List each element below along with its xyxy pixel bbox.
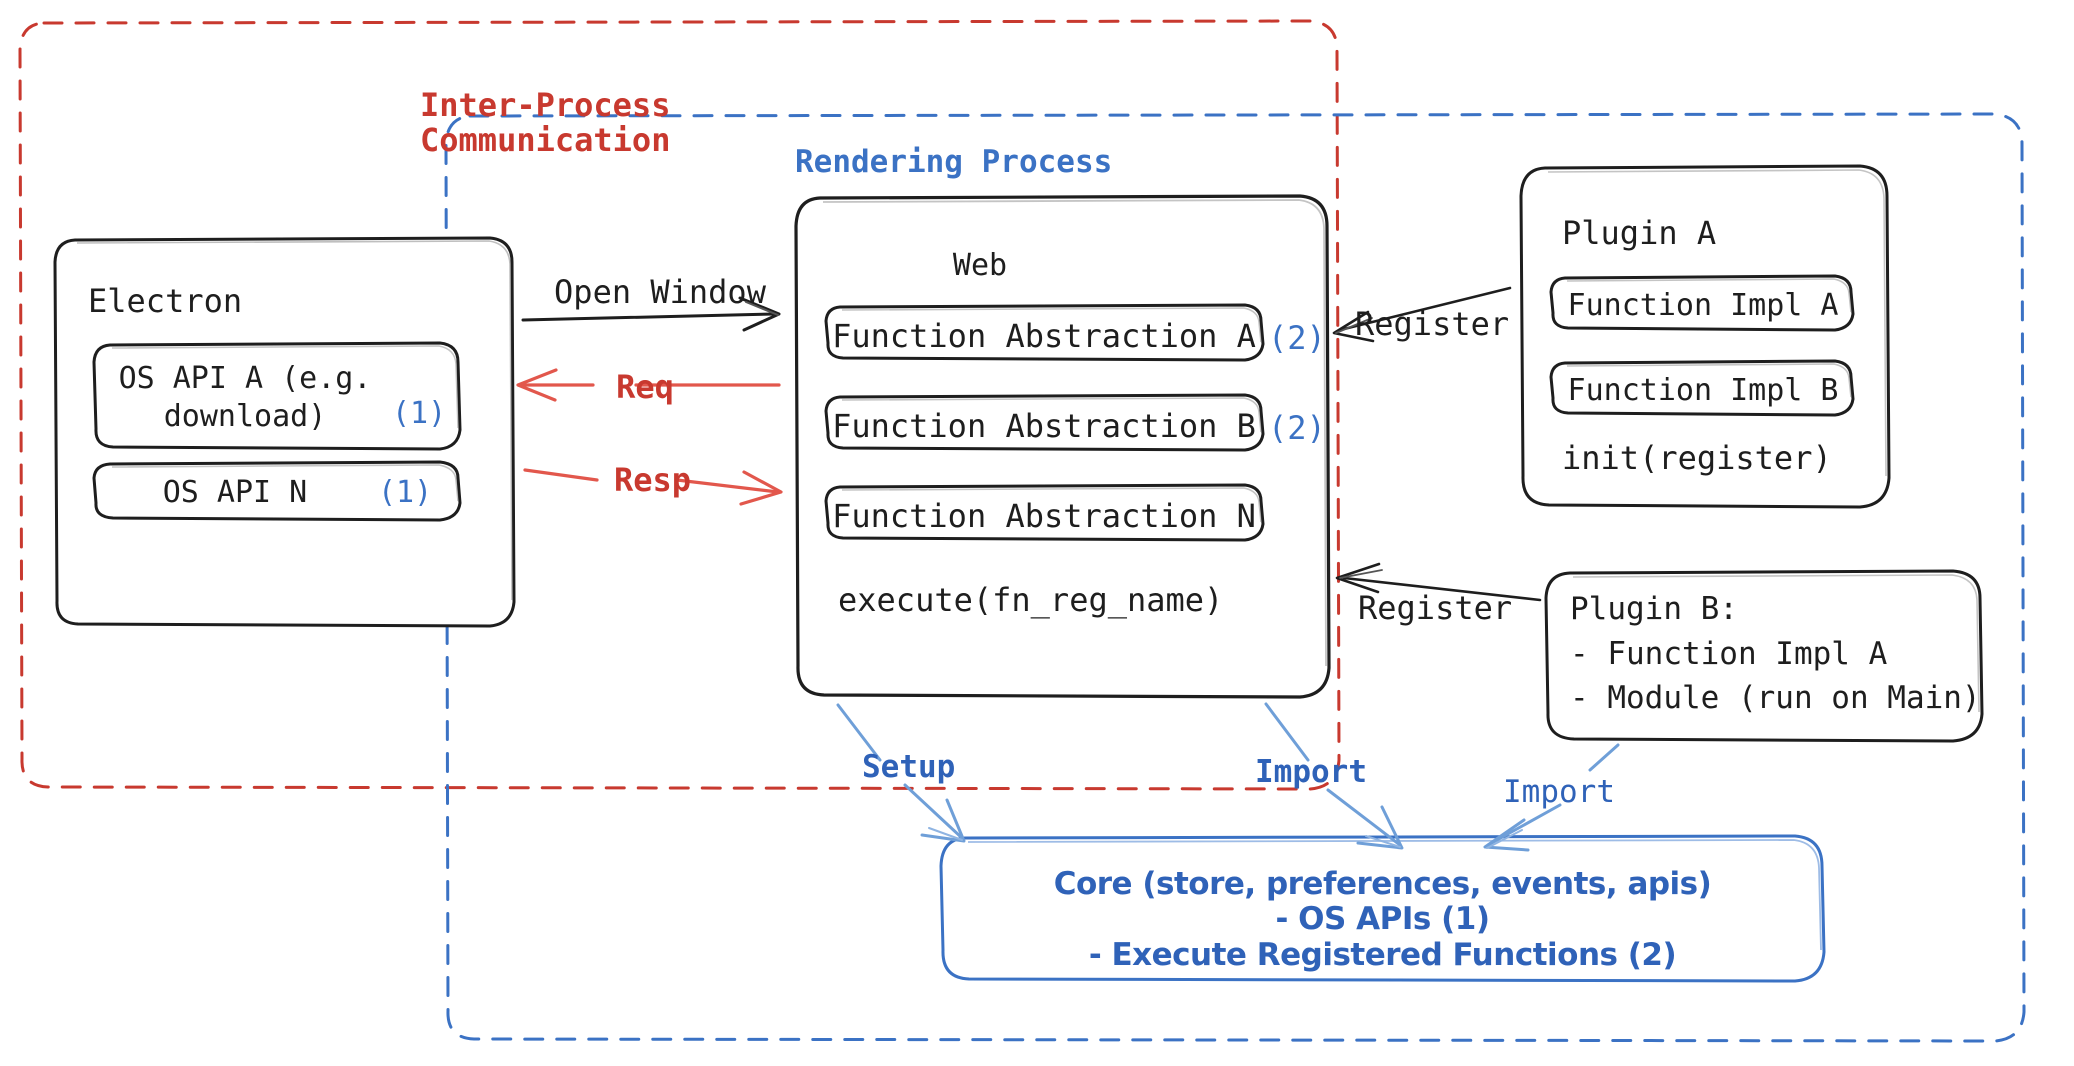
- resp-label: Resp: [613, 461, 692, 499]
- setup-label: Setup: [862, 749, 956, 785]
- function-abstraction-a-marker: (2): [1268, 319, 1326, 357]
- rendering-process-label: Rendering Process: [795, 144, 1113, 180]
- ipc-boundary-rect: [18, 19, 1341, 791]
- os-api-n-label: OS API N: [162, 475, 308, 510]
- register-top-arrow: [1332, 286, 1512, 343]
- plugin-b-box: [1544, 569, 1984, 743]
- function-impl-a-label: Function Impl A: [1567, 288, 1839, 323]
- function-abstraction-b-label: Function Abstraction B: [832, 407, 1256, 445]
- register-top-label: Register: [1355, 305, 1510, 343]
- function-impl-b-label: Function Impl B: [1567, 373, 1839, 408]
- os-api-n-box: [92, 460, 462, 522]
- ipc-boundary-label-line1: Inter-Process: [420, 86, 671, 124]
- core-item-1: - OS APIs (1): [1275, 901, 1490, 937]
- ipc-boundary-label-line2: Communication: [420, 121, 671, 159]
- function-abstraction-n-label: Function Abstraction N: [832, 497, 1256, 535]
- plugin-b-title: Plugin B:: [1570, 591, 1738, 627]
- setup-arrow: [836, 703, 966, 843]
- import-web-label: Import: [1255, 754, 1367, 790]
- plugin-b-item-1: - Function Impl A: [1570, 636, 1888, 672]
- function-abstraction-b-marker: (2): [1268, 409, 1326, 447]
- import-plugin-arrow: [1483, 743, 1620, 852]
- web-title: Web: [952, 248, 1008, 283]
- web-execute-label: execute(fn_reg_name): [838, 581, 1224, 619]
- function-abstraction-n-box: [824, 483, 1265, 542]
- import-web-arrow: [1264, 702, 1404, 850]
- plugin-a-box: [1519, 164, 1891, 509]
- function-abstraction-a-box: [824, 303, 1265, 362]
- function-impl-b-box: [1549, 359, 1855, 417]
- function-impl-a-box: [1549, 274, 1855, 332]
- open-window-label: Open Window: [554, 273, 766, 311]
- rendering-process-boundary-rect: [444, 112, 2026, 1043]
- plugin-b-item-2: - Module (run on Main): [1570, 680, 1981, 716]
- req-arrow: [516, 368, 781, 402]
- import-plugin-label: Import: [1503, 774, 1615, 810]
- open-window-arrow: [521, 296, 781, 332]
- os-api-a-marker: (1): [392, 396, 447, 431]
- core-title: Core (store, preferences, events, apis): [1053, 866, 1712, 902]
- register-bottom-arrow: [1335, 562, 1542, 602]
- function-abstraction-b-box: [824, 393, 1265, 452]
- core-item-2: - Execute Registered Functions (2): [1088, 937, 1677, 973]
- req-label: Req: [616, 368, 674, 406]
- os-api-n-marker: (1): [378, 475, 433, 510]
- os-api-a-box: [92, 341, 462, 451]
- plugin-a-init-label: init(register): [1562, 439, 1832, 477]
- core-box: [939, 834, 1826, 983]
- electron-title: Electron: [88, 282, 243, 320]
- resp-arrow: [523, 468, 783, 506]
- register-bottom-label: Register: [1358, 589, 1513, 627]
- plugin-a-title: Plugin A: [1562, 214, 1717, 252]
- function-abstraction-a-label: Function Abstraction A: [832, 317, 1256, 355]
- os-api-a-label: OS API A (e.g. download): [118, 361, 372, 435]
